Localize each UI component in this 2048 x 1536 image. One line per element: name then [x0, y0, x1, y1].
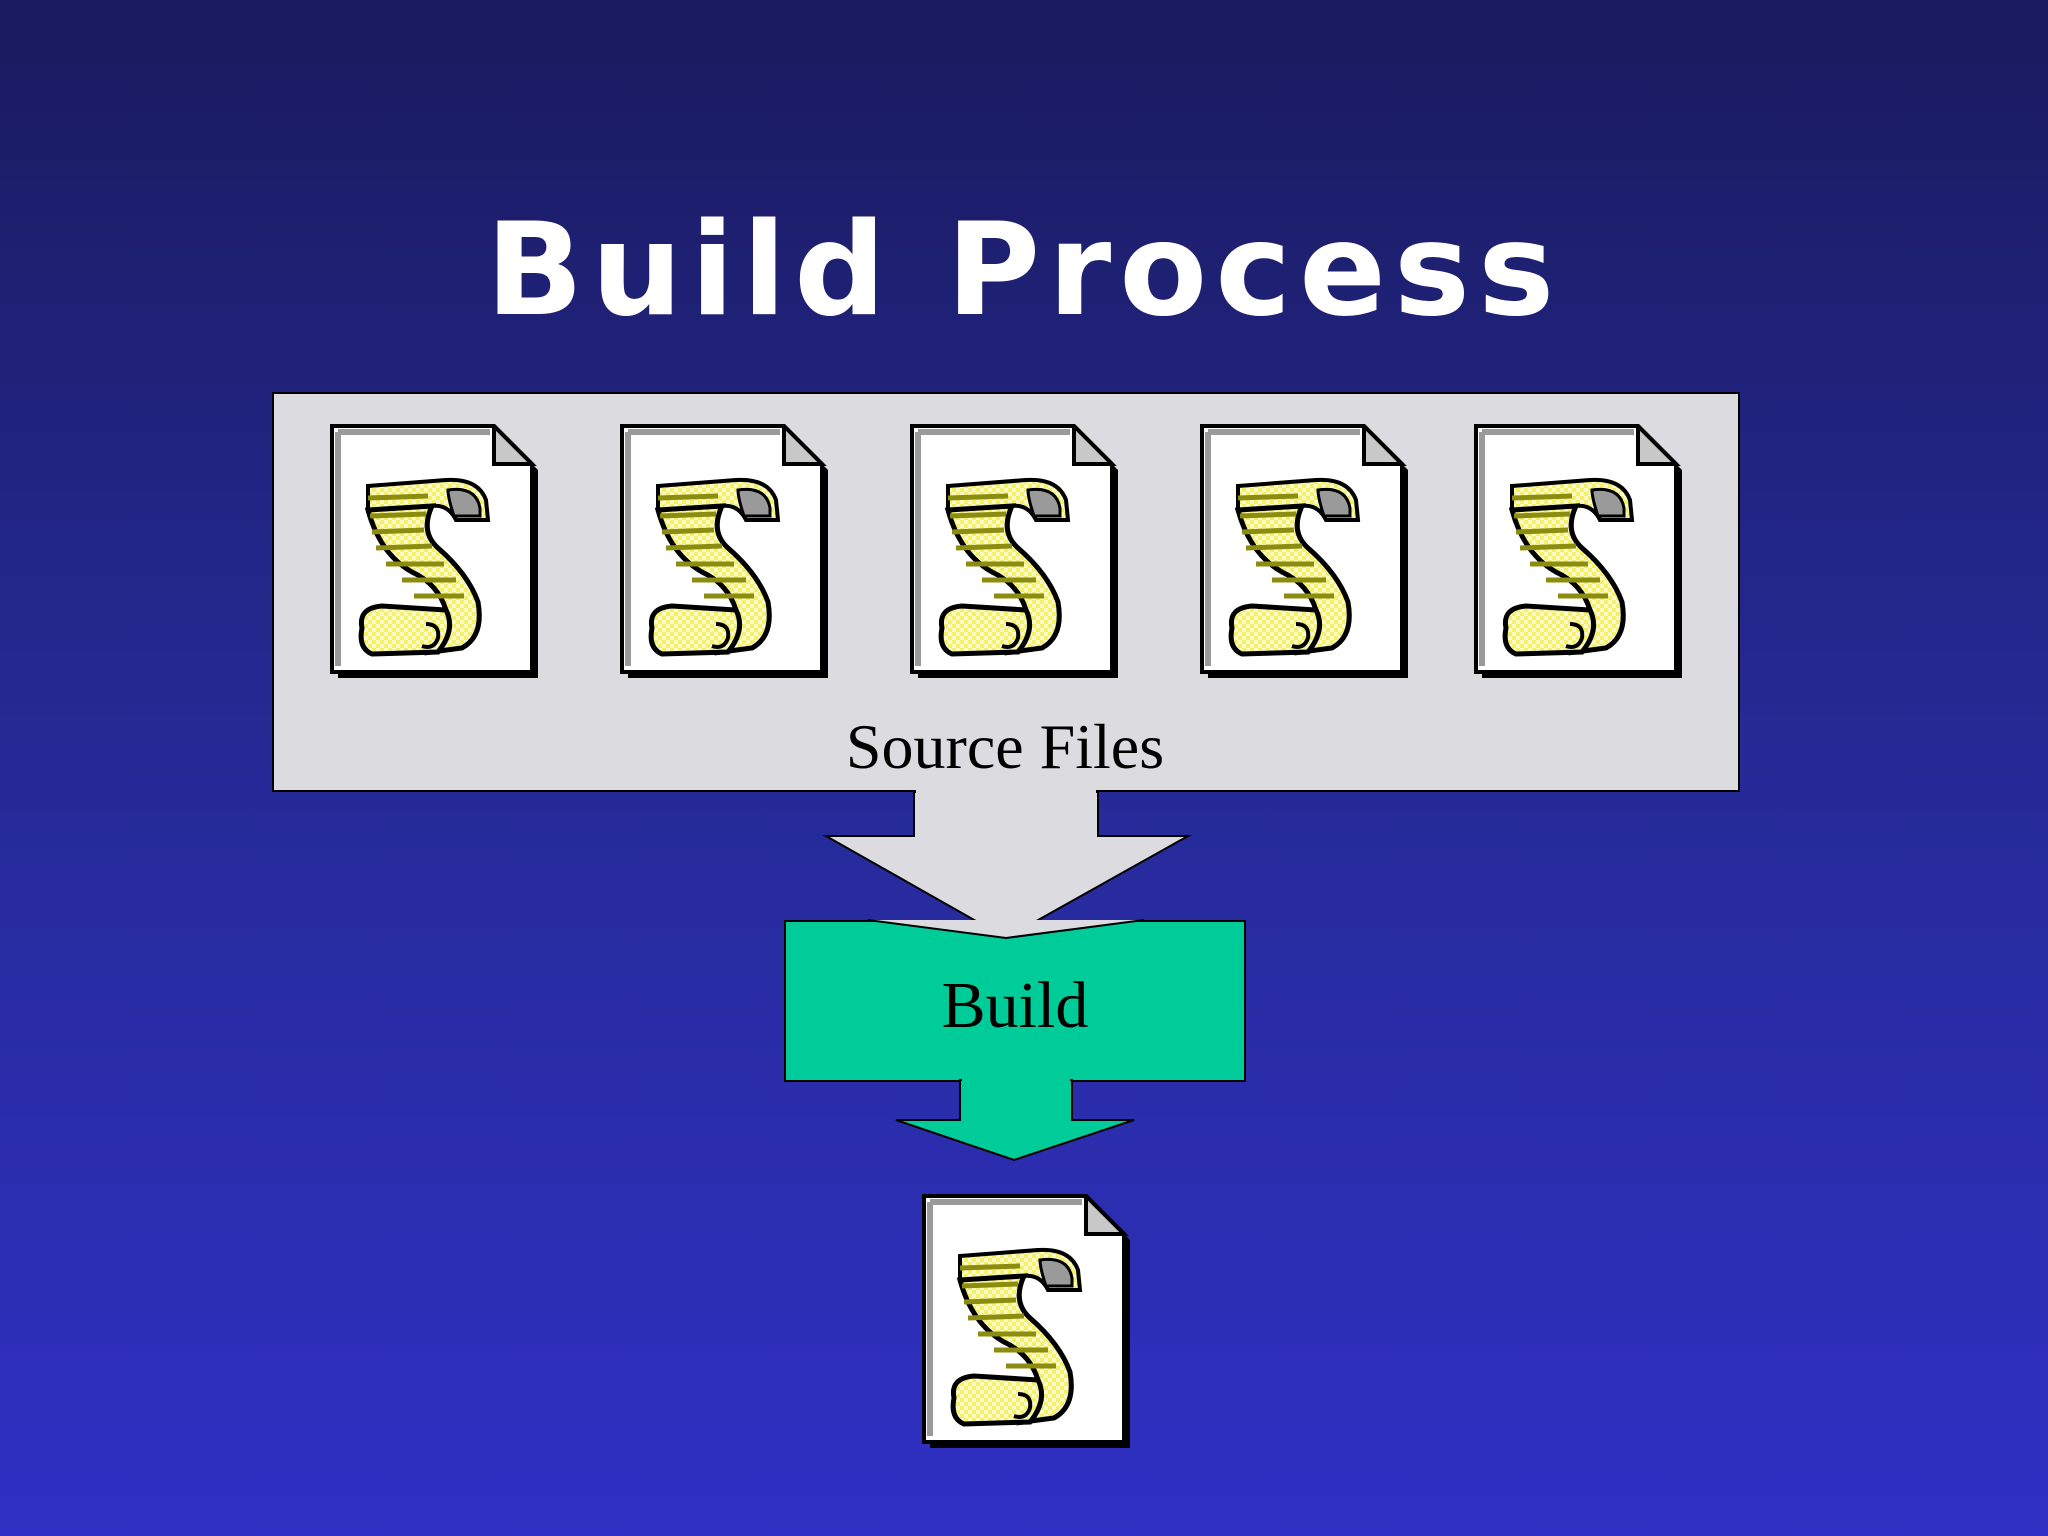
slide-title: Build Process: [485, 196, 1563, 345]
arrow-tip-over-build: [868, 920, 1144, 938]
build-step-label: Build: [941, 969, 1089, 1042]
down-arrow-to-build: [822, 791, 1192, 940]
source-files-label: Source Files: [845, 711, 1165, 782]
down-arrow-to-output: [895, 1079, 1135, 1162]
output-file-icon: [920, 1194, 1140, 1454]
